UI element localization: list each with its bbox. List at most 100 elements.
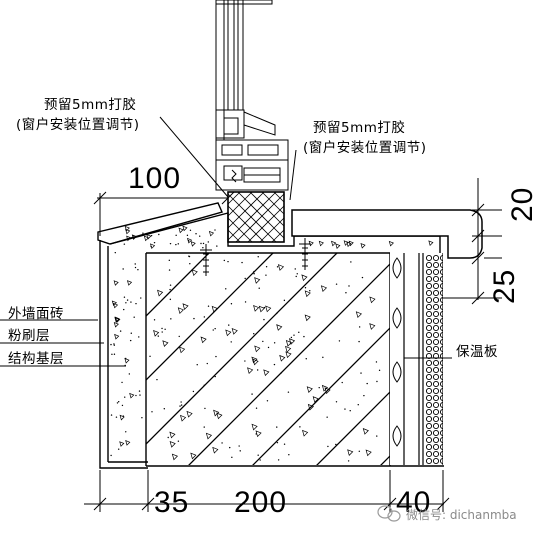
aggregate-mark [318,240,324,247]
aggregate-dot [116,402,119,404]
aggregate-mark [114,333,120,340]
aggregate-mark [131,234,137,240]
aggregate-dot [192,390,195,393]
aggregate-dot [207,241,209,243]
aggregate-dot [193,317,195,320]
insulation-bead [432,310,440,318]
insulation-bead [425,373,433,381]
insulation-bead [439,254,443,262]
insulation-bead [425,394,433,402]
aggregate-dot [376,435,378,437]
aggregate-mark [169,440,176,448]
aggregate-dot [215,355,217,358]
aggregate-dot [168,259,171,262]
insulation-bead [439,289,443,297]
aggregate-dot [157,335,160,337]
aggregate-dot [327,445,329,448]
aggregate-mark [119,441,125,447]
aggregate-mark [369,323,376,330]
aggregate-dot [123,308,125,311]
aggregate-dot [305,358,307,360]
insulation-bead [425,436,433,444]
aggregate-dot [170,318,172,320]
dim-100: 100 [128,162,182,195]
aggregate-mark [288,338,296,345]
aggregate-dot [256,369,259,371]
insulation-bead [432,296,440,304]
aggregate-dot [117,401,120,403]
aggregate-dot [149,355,151,358]
aggregate-dot [298,331,300,334]
aggregate-mark [331,240,337,247]
aggregate-mark [312,396,319,403]
aggregate-dot [318,386,320,389]
aggregate-mark [157,289,164,297]
insulation-bead [432,436,440,444]
aggregate-dot [358,326,361,328]
insulation-bead [425,275,433,283]
insulation-bead [425,457,433,465]
aggregate-dot [253,270,255,273]
aggregate-dot [255,433,257,435]
insulation-bead [439,275,443,283]
insulation-bead [439,352,443,360]
insulation-bead [439,282,443,290]
aggregate-dot [203,426,205,428]
aggregate-dot [110,414,113,416]
aggregate-dot [128,373,131,375]
aggregate-mark [307,403,315,411]
aggregate-mark [200,336,207,344]
aggregate-mark [308,240,314,247]
aggregate-mark [213,409,220,417]
insulation-bead [432,457,440,465]
aggregate-dot [168,269,171,271]
aggregate-dot [135,394,137,397]
aggregate-dot [113,343,115,345]
aggregate-dot [276,441,279,444]
aggregate-mark [304,290,311,298]
aggregate-dot [163,408,165,410]
aggregate-mark [126,280,133,286]
aggregate-dot [273,342,276,344]
insulation-bead [432,415,440,423]
aggregate-mark [362,428,369,435]
aggregate-dot [241,261,243,264]
aggregate-mark [129,392,135,399]
aggregate-mark [304,314,311,322]
aggregate-mark [126,235,132,242]
aggregate-dot [360,372,362,374]
aggregate-dot [295,275,297,278]
insulation-bead [425,331,433,339]
aggregate-dot [203,316,206,318]
aggregate-dot [239,450,241,452]
aggregate-dot [309,290,311,292]
aggregate-dot [347,460,350,462]
layer-label-tile: 外墙面砖 [8,306,64,322]
aggregate-dot [349,410,351,412]
aggregate-dot [229,446,231,449]
insulation-bead [439,394,443,402]
aggregate-dot [214,229,216,231]
insulation-layer [390,253,443,465]
aggregate-mark [347,449,354,456]
aggregate-dot [378,369,381,372]
insulation-bead [432,261,440,269]
insulation-bead [432,324,440,332]
aggregate-mark [277,264,285,271]
aggregate-dot [265,274,267,276]
aggregate-dot [153,319,156,321]
aggregate-mark [231,328,238,335]
insulation-bead [439,268,443,276]
aggregate-dot [358,340,360,343]
insulation-bead [432,394,440,402]
dim-20: 20 [506,186,539,222]
aggregate-mark [360,242,366,249]
aggregate-mark [302,429,309,437]
aggregate-mark [343,240,349,246]
aggregate-mark [208,230,215,237]
insulation-bead [432,254,440,262]
right-callout-line1: 预留5mm打胶 [313,120,406,136]
aggregate-mark [263,369,270,377]
aggregate-dot [111,353,113,356]
aggregate-dot [161,327,163,330]
